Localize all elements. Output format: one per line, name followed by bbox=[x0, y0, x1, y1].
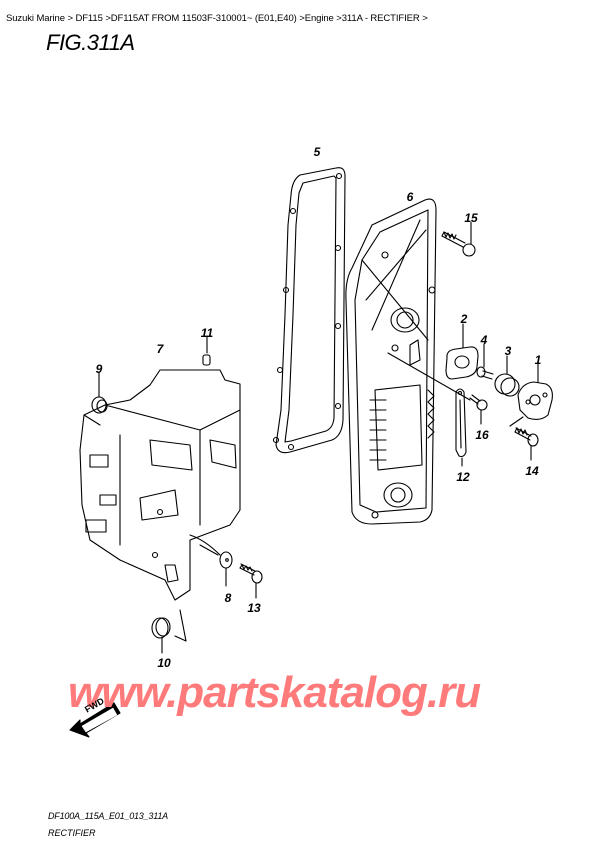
washer-part-8[interactable] bbox=[199, 544, 233, 587]
bolt-part-14[interactable] bbox=[514, 427, 539, 461]
gasket-part-2[interactable] bbox=[445, 323, 479, 380]
breadcrumb-separator: > bbox=[67, 13, 73, 24]
bolt-part-4[interactable] bbox=[476, 343, 494, 380]
breadcrumb-item-model[interactable]: DF115AT FROM 11503F-310001~ (E01,E40) bbox=[110, 13, 297, 24]
breadcrumb-item-rectifier[interactable]: 311A - RECTIFIER bbox=[341, 13, 420, 24]
watermark: www.partskatalog.ru bbox=[68, 668, 481, 717]
bracket-part-1[interactable] bbox=[509, 360, 553, 427]
callout-2[interactable]: 2 bbox=[460, 312, 468, 326]
gasket-part-5[interactable] bbox=[272, 167, 346, 454]
breadcrumb-separator: > bbox=[336, 13, 342, 24]
cap-part-11[interactable] bbox=[202, 335, 211, 366]
grommet-part-9[interactable] bbox=[91, 371, 108, 414]
callout-11[interactable]: 11 bbox=[200, 326, 214, 340]
callout-5[interactable]: 5 bbox=[313, 145, 321, 159]
breadcrumb-item-df115[interactable]: DF115 bbox=[75, 13, 103, 24]
fwd-arrow-icon bbox=[69, 702, 121, 738]
callout-16[interactable]: 16 bbox=[475, 428, 489, 442]
rectifier-assembly-part-7[interactable] bbox=[79, 369, 241, 601]
callout-4[interactable]: 4 bbox=[480, 333, 488, 347]
breadcrumb: Suzuki Marine > DF115 >DF115AT FROM 1150… bbox=[6, 13, 428, 24]
callout-8[interactable]: 8 bbox=[224, 591, 232, 605]
callout-9[interactable]: 9 bbox=[95, 362, 103, 376]
bolt-part-13[interactable] bbox=[239, 563, 263, 599]
figure-name: RECTIFIER bbox=[48, 828, 96, 838]
callout-3[interactable]: 3 bbox=[504, 344, 512, 358]
breadcrumb-item-engine[interactable]: Engine bbox=[304, 13, 334, 24]
figure-title: FIG.311A bbox=[46, 30, 135, 55]
bushing-part-10[interactable] bbox=[151, 609, 187, 654]
callout-10[interactable]: 10 bbox=[157, 656, 171, 670]
callout-6[interactable]: 6 bbox=[406, 190, 414, 204]
bolt-part-16[interactable] bbox=[469, 394, 488, 425]
strap-part-12[interactable] bbox=[455, 388, 467, 467]
callout-12[interactable]: 12 bbox=[456, 470, 470, 484]
bolt-part-15[interactable] bbox=[441, 221, 476, 257]
breadcrumb-separator: > bbox=[299, 13, 305, 24]
callout-15[interactable]: 15 bbox=[464, 211, 478, 225]
breadcrumb-separator: > bbox=[105, 13, 111, 24]
breadcrumb-item-suzuki-marine[interactable]: Suzuki Marine bbox=[6, 13, 65, 24]
breadcrumb-separator: > bbox=[422, 13, 428, 24]
spacer-part-3[interactable] bbox=[494, 355, 520, 397]
rectifier-part-6[interactable] bbox=[345, 198, 471, 525]
callout-14[interactable]: 14 bbox=[525, 464, 539, 478]
callout-7[interactable]: 7 bbox=[156, 342, 164, 356]
callout-13[interactable]: 13 bbox=[247, 601, 261, 615]
callout-1[interactable]: 1 bbox=[534, 353, 542, 367]
figure-code: DF100A_115A_E01_013_311A bbox=[48, 811, 168, 821]
